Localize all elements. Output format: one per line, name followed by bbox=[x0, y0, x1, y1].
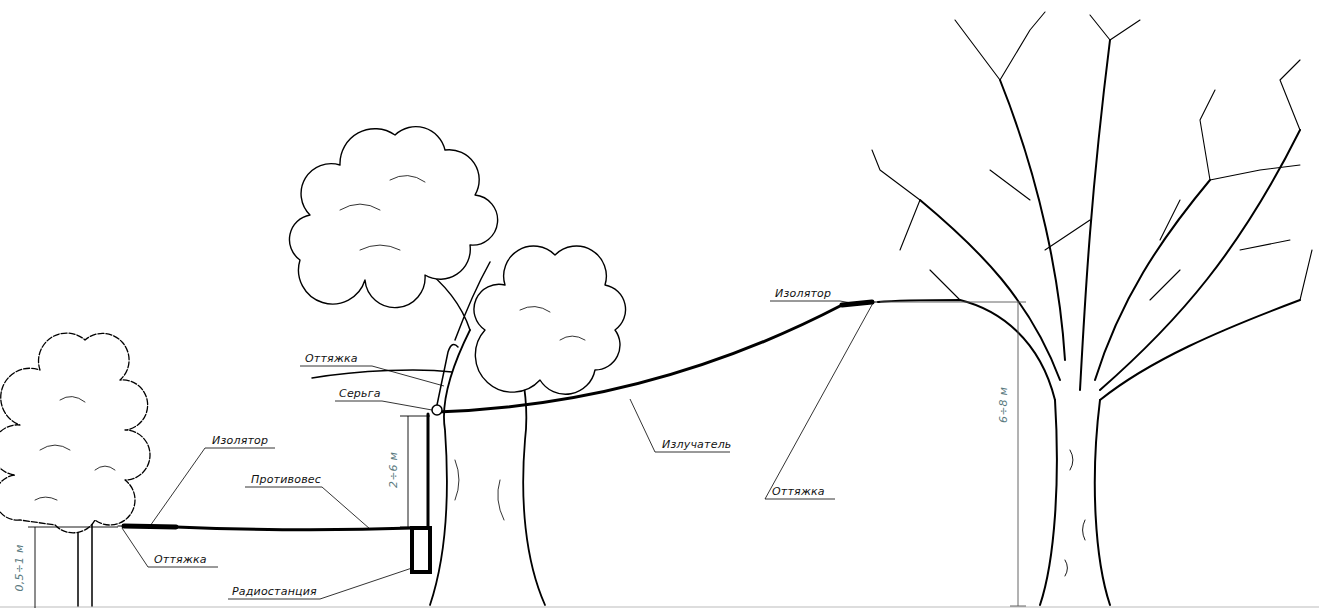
dimension-line bbox=[400, 416, 430, 527]
counterpoise-wire bbox=[176, 527, 413, 530]
part-label: Оттяжка bbox=[154, 553, 207, 567]
dimension-label: 0,5÷1 м bbox=[13, 545, 27, 592]
bush-canopy bbox=[0, 333, 150, 533]
guy-rope bbox=[118, 525, 124, 526]
tree-trunk bbox=[1040, 400, 1110, 605]
tree-canopy bbox=[289, 127, 497, 308]
bush-texture bbox=[35, 396, 115, 500]
shackle bbox=[432, 405, 442, 415]
part-label: Серьга bbox=[339, 387, 381, 401]
dimension-lines bbox=[28, 302, 1026, 608]
tree-twig bbox=[872, 12, 1312, 300]
feed-wire bbox=[427, 414, 430, 527]
bark-texture bbox=[1065, 450, 1085, 576]
tree-branch bbox=[878, 40, 1300, 400]
part-label: Изолятор bbox=[212, 434, 268, 448]
part-label: Оттяжка bbox=[772, 485, 825, 499]
dimension-line bbox=[28, 527, 118, 608]
leader-line bbox=[765, 303, 873, 499]
dimension-line bbox=[880, 302, 1026, 606]
radiator-wire bbox=[437, 305, 842, 412]
part-label: Оттяжка bbox=[305, 352, 358, 366]
tree-canopy bbox=[474, 246, 626, 394]
leader-line bbox=[770, 301, 857, 304]
leader-line bbox=[335, 401, 432, 410]
leader-lines bbox=[122, 301, 873, 599]
tree-texture bbox=[340, 175, 585, 520]
leader-line bbox=[228, 568, 412, 599]
part-label: Излучатель bbox=[662, 438, 732, 452]
insulator bbox=[124, 526, 176, 527]
radio-station bbox=[412, 528, 430, 572]
leader-line bbox=[245, 487, 370, 529]
guy-rope bbox=[872, 301, 880, 302]
dimension-label: 6÷8 м bbox=[997, 387, 1011, 423]
part-label: Радиостанция bbox=[232, 585, 317, 599]
ground-line bbox=[0, 607, 1319, 608]
part-label: Противовес bbox=[251, 473, 321, 487]
bush-trunk bbox=[78, 522, 92, 606]
antenna bbox=[118, 302, 880, 572]
dimension-label: 2÷6 м bbox=[387, 452, 401, 488]
part-label: Изолятор bbox=[775, 287, 831, 301]
guy-rope bbox=[437, 344, 458, 405]
leader-line bbox=[300, 366, 444, 386]
trees bbox=[0, 12, 1319, 607]
leader-line bbox=[122, 528, 218, 567]
